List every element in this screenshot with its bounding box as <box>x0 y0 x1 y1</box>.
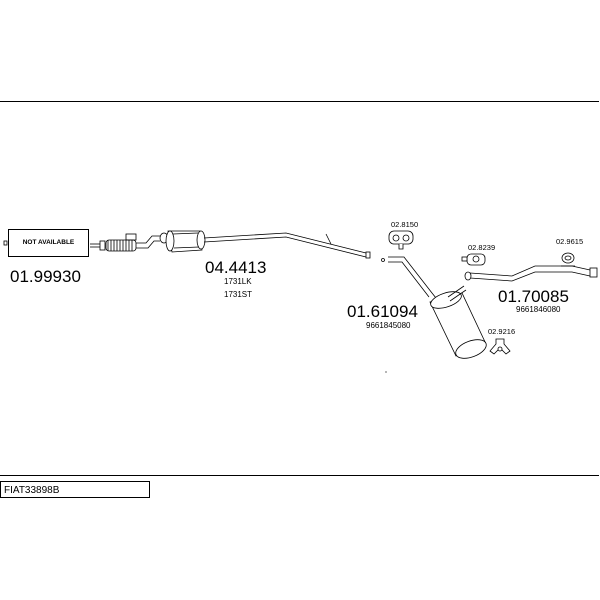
part-number-label[interactable]: 01.61094 <box>347 302 418 321</box>
part-number-label[interactable]: 01.99930 <box>10 267 81 286</box>
oem-code: 9661846080 <box>516 305 561 314</box>
part-number-label[interactable]: 02.9216 <box>488 327 516 336</box>
catalyst <box>165 230 206 253</box>
clamp-icon <box>489 338 511 355</box>
tail-pipe <box>464 265 598 282</box>
rear-silencer <box>381 256 487 359</box>
hanger-icon <box>461 253 486 266</box>
leader-dot <box>385 371 387 373</box>
part-number-label[interactable]: 02.8150 <box>391 220 419 229</box>
oem-code: 1731ST <box>224 290 253 299</box>
reference-box: FIAT33898B <box>0 481 150 498</box>
oem-code: 1731LK <box>224 277 252 286</box>
not-available-box: NOT AVAILABLE <box>8 229 89 257</box>
front-pipe <box>90 232 169 252</box>
centre-pipe <box>203 232 371 259</box>
rubber-hanger-icon <box>388 230 414 250</box>
part-number-label[interactable]: 02.9615 <box>556 237 584 246</box>
oem-code: 9661845080 <box>366 321 411 330</box>
not-available-text: NOT AVAILABLE <box>22 239 75 247</box>
flange-left-icon <box>3 240 8 246</box>
reference-code: FIAT33898B <box>4 485 60 496</box>
ring-hanger-icon <box>561 252 575 267</box>
diagram-frame <box>0 101 599 476</box>
part-number-label[interactable]: 04.4413 <box>205 258 267 277</box>
part-number-label[interactable]: 02.8239 <box>468 243 496 252</box>
part-number-label[interactable]: 01.70085 <box>498 287 569 306</box>
